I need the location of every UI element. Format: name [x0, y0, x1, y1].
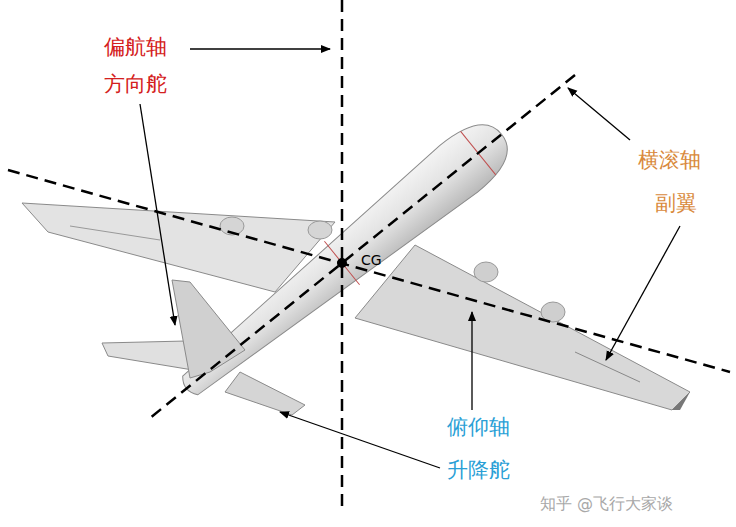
leader-line — [568, 88, 630, 140]
leader-line — [471, 312, 472, 410]
pitch-axis — [8, 170, 730, 372]
axis-label: 俯仰轴 — [447, 415, 510, 440]
axis-label: 横滚轴 — [638, 148, 701, 173]
leader-line — [190, 48, 330, 49]
cg-label: CG — [361, 252, 382, 269]
leader-line — [606, 226, 680, 360]
surface-label: 升降舵 — [447, 458, 510, 483]
right-wing — [355, 245, 690, 410]
leader-line — [140, 104, 175, 325]
watermark: 知乎 @飞行大家谈 — [540, 494, 673, 513]
surface-label: 副翼 — [655, 191, 697, 216]
vertical-tail — [172, 280, 245, 378]
fuselage — [168, 111, 521, 412]
axis-label: 偏航轴 — [104, 35, 167, 60]
right-stabilizer — [225, 372, 305, 415]
surface-label: 方向舵 — [104, 72, 167, 97]
leader-line — [280, 412, 440, 468]
roll-axis — [150, 75, 575, 418]
cg-dot — [337, 258, 347, 268]
